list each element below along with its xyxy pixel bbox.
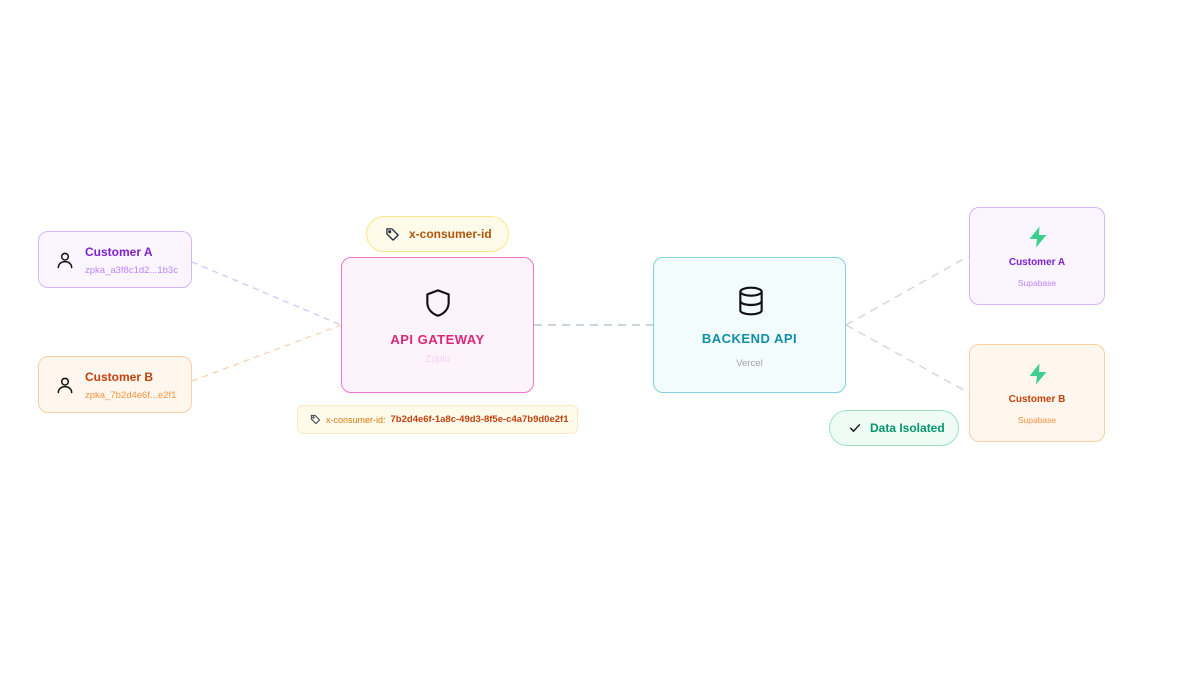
header-pill-label: x-consumer-id [409,227,492,241]
database-icon [739,286,763,316]
customer-a-card[interactable]: Customer A zpka_a3f8c1d2...1b3c [38,231,192,288]
consumer-id-label: x-consumer-id: [326,414,386,425]
backend-api-subtitle: Vercel [736,358,763,369]
database-customer-b-sub: Supabase [1017,415,1057,425]
connector-backend-db-a [845,255,970,326]
customer-a-name: Customer A [85,245,153,259]
consumer-id-pill: x-consumer-id: 7b2d4e6f-1a8c-49d3-8f5e-c… [297,405,578,434]
customer-b-name: Customer B [85,370,154,384]
connector-customer-a-gateway [191,261,342,326]
header-pill: x-consumer-id [366,216,509,252]
database-customer-a-card[interactable]: Customer A Supabase [969,207,1105,305]
tag-icon [386,227,399,241]
customer-b-key: zpka_7b2d4e6f...e2f1 [85,390,177,401]
shield-icon [426,289,450,317]
user-icon [57,252,73,269]
connector-backend-db-b [845,324,970,394]
check-icon [849,424,861,432]
api-gateway-node[interactable]: API GATEWAY Zuplo [341,257,534,393]
database-customer-b-card[interactable]: Customer B Supabase [969,344,1105,442]
bolt-icon [1029,226,1047,248]
database-customer-a-name: Customer A [1008,257,1066,268]
api-gateway-title: API GATEWAY [390,332,485,347]
consumer-id-value: 7b2d4e6f-1a8c-49d3-8f5e-c4a7b9d0e2f1 [390,414,569,425]
user-icon [57,377,73,394]
backend-api-title: BACKEND API [701,331,798,346]
backend-api-node[interactable]: BACKEND API Vercel [653,257,846,393]
customer-a-key: zpka_a3f8c1d2...1b3c [85,265,178,276]
customer-b-card[interactable]: Customer B zpka_7b2d4e6f...e2f1 [38,356,192,413]
tag-icon [310,414,321,425]
api-gateway-subtitle: Zuplo [424,354,450,365]
data-isolated-pill: Data Isolated [829,410,959,446]
database-customer-a-sub: Supabase [1017,278,1057,288]
connector-customer-b-gateway [191,324,342,382]
bolt-icon [1029,363,1047,385]
data-isolated-label: Data Isolated [870,421,945,435]
database-customer-b-name: Customer B [1008,394,1066,405]
